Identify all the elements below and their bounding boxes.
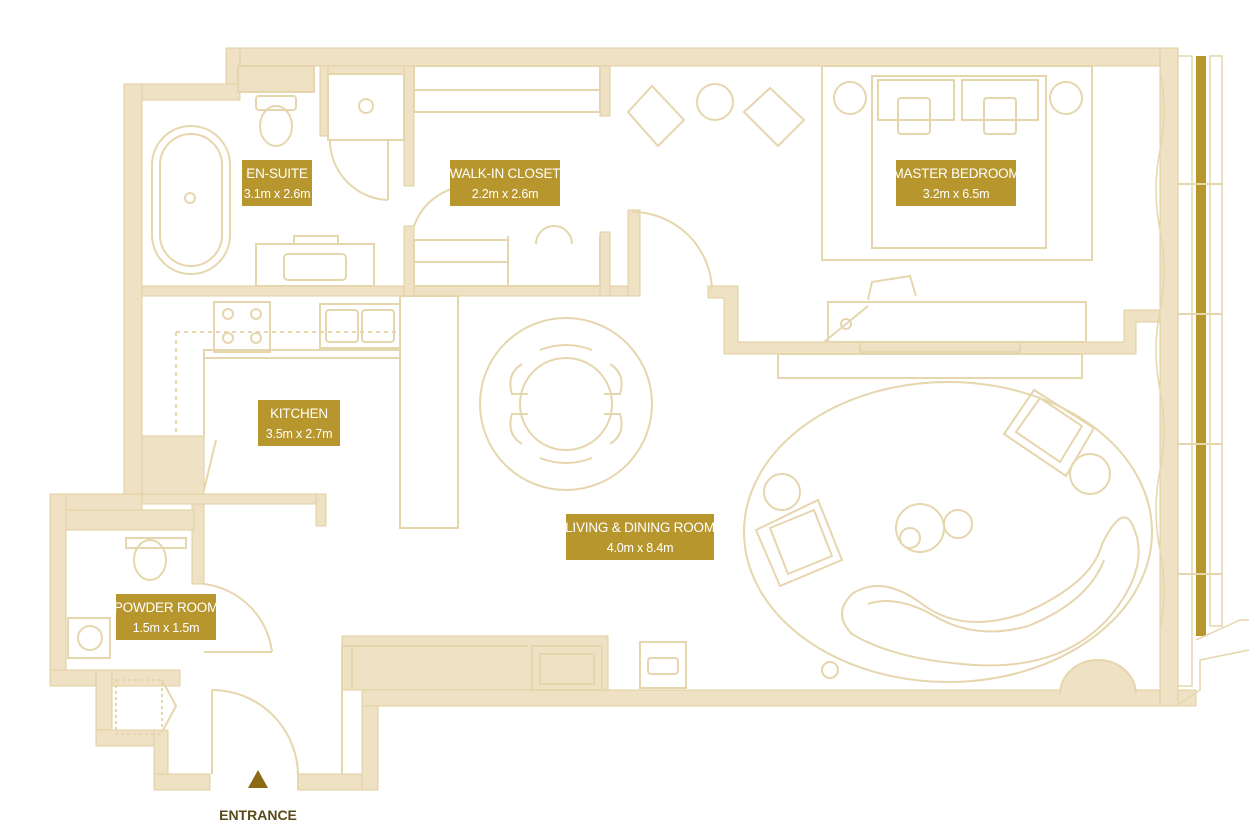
fixtures [67,65,1153,790]
bathtub [151,125,231,275]
entrance-label: ENTRANCE [219,807,297,823]
ensuite-size: 3.1m x 2.6m [244,187,311,201]
label-walkin-closet: WALK-IN CLOSET 2.2m x 2.6m [450,160,561,206]
label-powder-room: POWDER ROOM 1.5m x 1.5m [114,594,218,640]
label-master-bedroom: MASTER BEDROOM 3.2m x 6.5m [893,160,1020,206]
kitchen-size: 3.5m x 2.7m [266,427,333,441]
label-living-dining: LIVING & DINING ROOM 4.0m x 8.4m [565,514,715,560]
sofa [841,516,1140,667]
entrance-arrow-icon [248,770,268,788]
label-ensuite: EN-SUITE 3.1m x 2.6m [242,160,312,206]
label-kitchen: KITCHEN 3.5m x 2.7m [258,400,340,446]
powder-room-name: POWDER ROOM [114,600,218,615]
master-bedroom-name: MASTER BEDROOM [893,166,1020,181]
living-dining-name: LIVING & DINING ROOM [565,520,715,535]
living-dining-size: 4.0m x 8.4m [607,541,674,555]
powder-room-size: 1.5m x 1.5m [133,621,200,635]
master-bedroom-size: 3.2m x 6.5m [923,187,990,201]
kitchen-name: KITCHEN [270,406,328,421]
walkin-closet-name: WALK-IN CLOSET [450,166,561,181]
ensuite-name: EN-SUITE [246,166,308,181]
dining-table [479,317,653,491]
walkin-closet-size: 2.2m x 2.6m [472,187,539,201]
window-glazing [1155,55,1249,707]
bed [821,65,1093,261]
toilet [255,95,297,111]
entrance-marker: ENTRANCE [219,770,297,823]
rug [743,381,1153,683]
